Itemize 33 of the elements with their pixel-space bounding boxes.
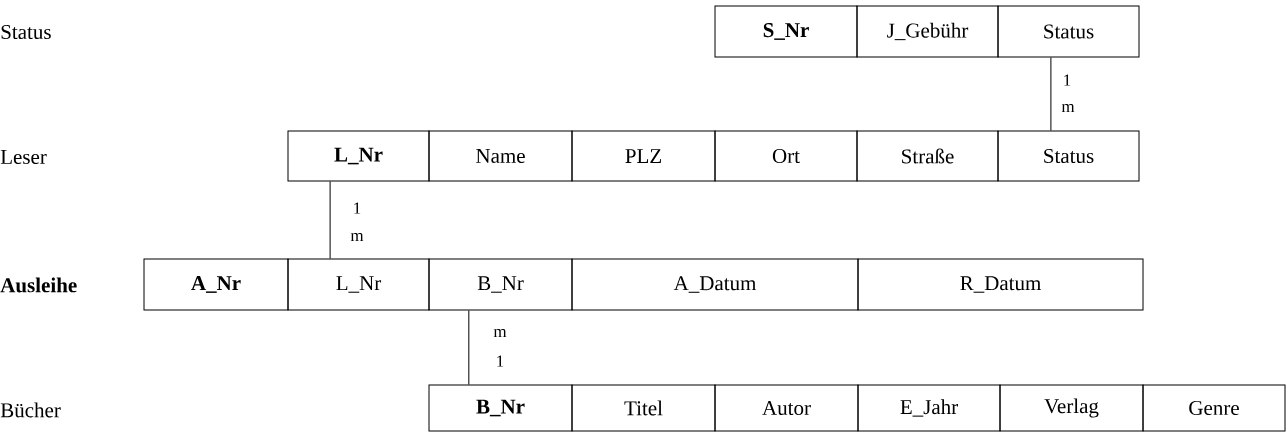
table-cell: Autor — [714, 384, 859, 432]
table-cell: Verlag — [999, 384, 1144, 432]
table-cell: J_Gebühr — [856, 5, 999, 58]
table-cell: L_Nr — [287, 258, 430, 311]
table-cell: A_Datum — [571, 258, 859, 311]
cardinality-label: 1 — [354, 202, 361, 214]
cardinality-label: m — [1061, 104, 1075, 112]
table-cell: B_Nr — [428, 258, 573, 311]
table-name: Bücher — [0, 402, 61, 418]
key-cell: S_Nr — [714, 5, 858, 58]
key-cell: A_Nr — [143, 258, 289, 311]
table-cell: R_Datum — [857, 258, 1144, 311]
table-cell: E_Jahr — [857, 384, 1001, 432]
table-name: Status — [1, 24, 51, 40]
table-cell: Status — [997, 130, 1140, 182]
table-name: Ausleihe — [0, 277, 77, 293]
cardinality-label: 1 — [1064, 74, 1071, 86]
connector-line — [329, 181, 331, 259]
table-cell: Titel — [571, 384, 716, 432]
key-cell: B_Nr — [428, 384, 573, 432]
cardinality-label: 1 — [497, 355, 504, 367]
table-cell: Straße — [856, 130, 999, 182]
table-name: Leser — [0, 150, 47, 164]
connector-line — [468, 310, 470, 385]
table-cell: PLZ — [571, 130, 716, 182]
key-cell: L_Nr — [287, 130, 430, 182]
table-cell: Ort — [714, 130, 858, 182]
cardinality-label: m — [350, 233, 364, 241]
table-cell: Status — [997, 5, 1140, 58]
table-cell: Name — [428, 130, 573, 182]
connector-line — [1050, 57, 1052, 131]
table-cell: Genre — [1142, 384, 1286, 432]
cardinality-label: m — [493, 329, 507, 337]
